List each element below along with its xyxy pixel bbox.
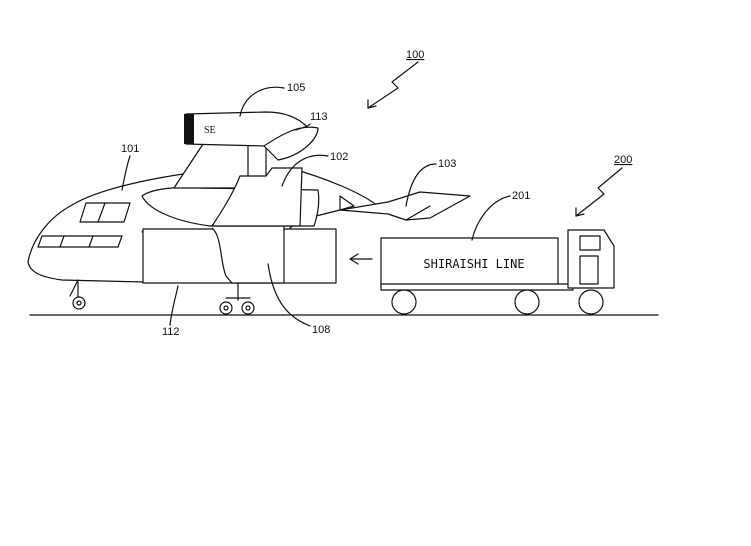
- tilt-wing: [211, 167, 303, 227]
- cab-door: [579, 255, 599, 285]
- ref-200: 200: [614, 154, 632, 166]
- nose-gear: [69, 279, 86, 310]
- fuselage-nose: [27, 169, 215, 283]
- transfer-arrow: [349, 253, 373, 265]
- ref-201: 201: [512, 190, 530, 202]
- truck-wheel: [578, 289, 604, 315]
- engine-intake: [184, 114, 194, 144]
- reference-labels: 100 200 101 105 113 102 103 201 112 108: [121, 49, 632, 338]
- engine-logo: SE: [204, 125, 216, 136]
- ref-105: 105: [287, 82, 305, 94]
- main-gear: [219, 282, 255, 315]
- chassis: [380, 283, 574, 291]
- exhaust-cone: [263, 126, 319, 161]
- aircraft: SE: [27, 111, 471, 315]
- ref-102: 102: [330, 151, 348, 163]
- tail-fin: [339, 195, 355, 211]
- truck-wheel: [514, 289, 540, 315]
- engine-nacelle: SE: [184, 111, 319, 161]
- cargo-container: [380, 237, 559, 288]
- cockpit-windows: [37, 202, 131, 248]
- tail-wing: [339, 191, 471, 221]
- ref-103: 103: [438, 158, 456, 170]
- ref-112: 112: [162, 326, 180, 338]
- ref-100: 100: [406, 49, 424, 61]
- ref-108: 108: [312, 324, 330, 336]
- ref-113: 113: [310, 111, 328, 123]
- truck: SHIRAISHI LINE: [380, 229, 615, 315]
- pylon-mast: [247, 140, 267, 179]
- center-body: [211, 226, 285, 284]
- ref-101: 101: [121, 143, 139, 155]
- cab-window: [579, 235, 601, 251]
- truck-wheel: [391, 289, 417, 315]
- cargo-marking: SHIRAISHI LINE: [423, 257, 524, 271]
